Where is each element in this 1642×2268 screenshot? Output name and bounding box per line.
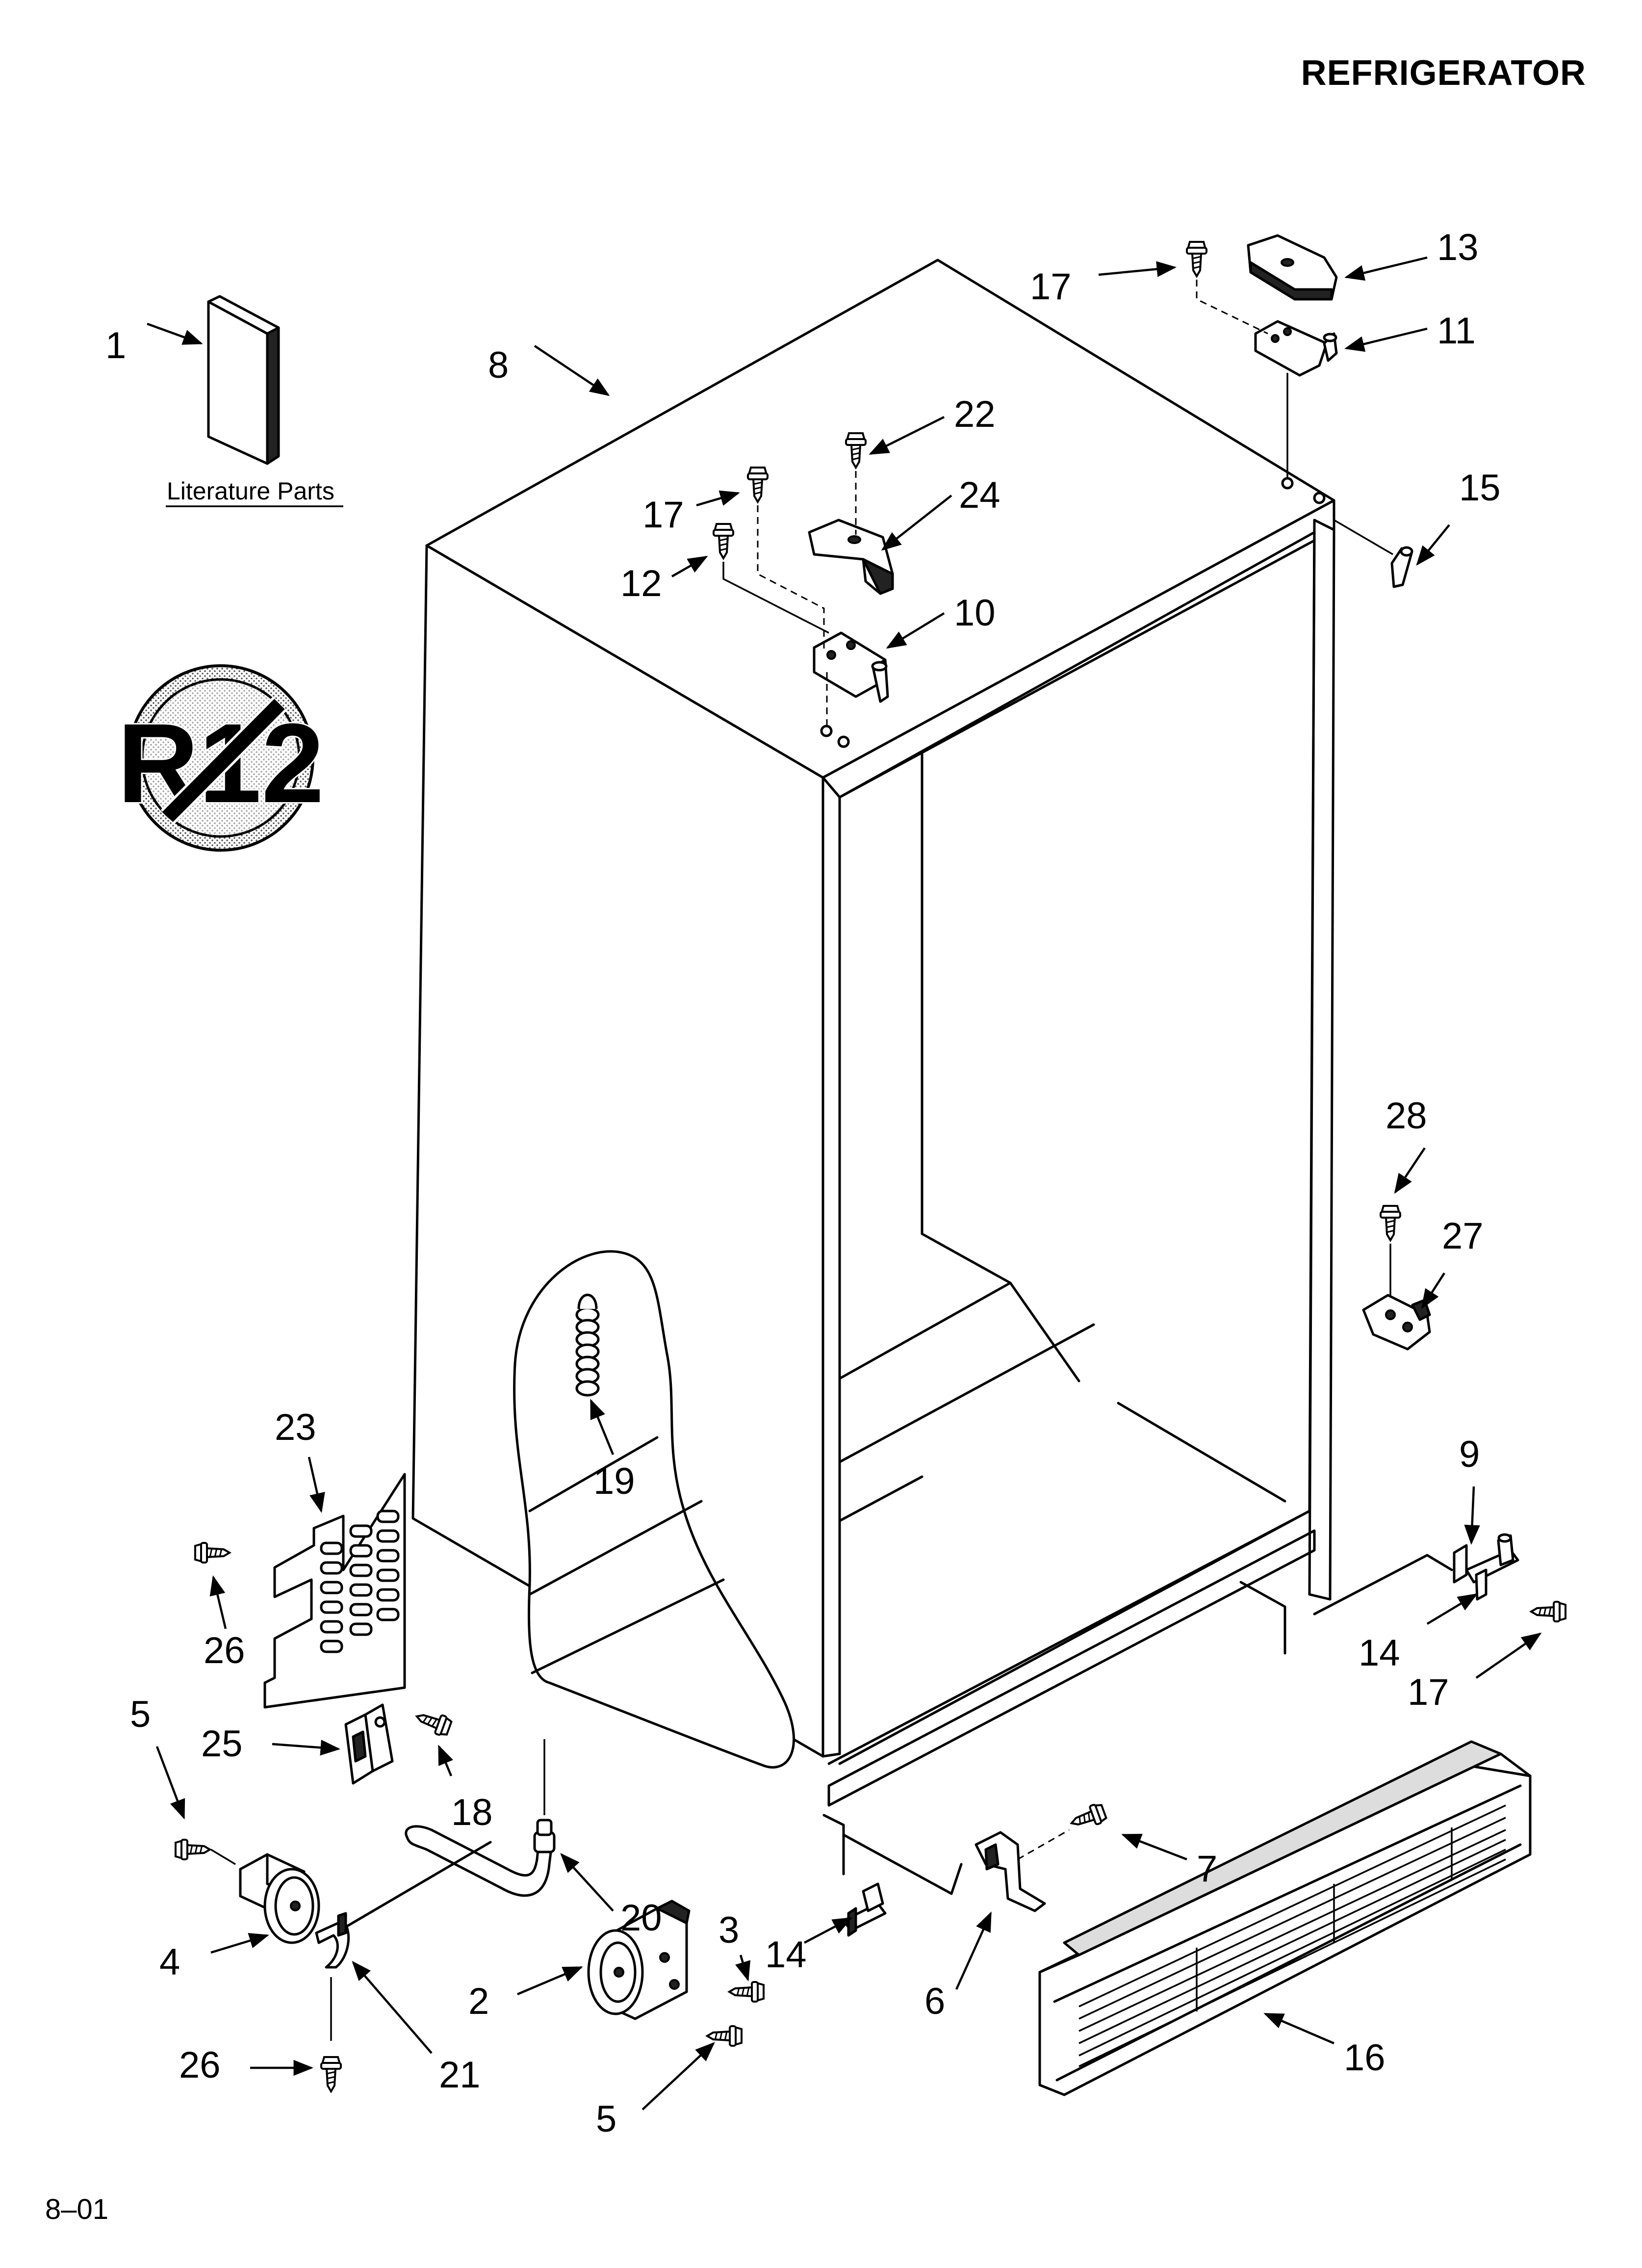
top-hinge-left [813,631,889,748]
callout-22: 22 [954,393,996,435]
dash-17-right [1196,280,1268,335]
callout-25: 25 [201,1723,243,1765]
callout-28: 28 [1385,1095,1427,1137]
roller-2 [587,1900,691,2020]
cabinet [411,259,1335,1876]
screw-26-bottom [320,2056,342,2092]
screw-17-leg [1530,1601,1566,1622]
bracket-6 [842,1829,1070,1912]
callout-20: 20 [620,1897,662,1939]
screw-5-right [706,2025,743,2047]
callout-13: 13 [1437,227,1479,268]
clip-25 [344,1703,394,1785]
clip-21 [315,1841,492,1969]
screw-28 [1380,1205,1401,1241]
leader-5-left [210,1849,236,1865]
screw-17-right [1186,241,1207,277]
callout-6: 6 [924,1981,945,2022]
screw-26-panel [194,1542,231,1564]
callout-17b: 17 [642,494,684,536]
toe-grille-16 [1038,1740,1532,2096]
screw-5-left [175,1839,211,1860]
back-panel-23 [263,1473,406,1709]
callout-23: 23 [275,1407,316,1448]
callout-12: 12 [620,563,662,604]
callout-24: 24 [959,474,1001,516]
callout-18: 18 [451,1792,493,1833]
plug-15 [1334,519,1413,588]
hinge-cover-13 [1247,234,1338,301]
roller-4 [239,1853,320,1944]
callout-17c: 17 [1408,1671,1449,1713]
callout-15: 15 [1459,467,1501,509]
literature-caption: Literature Parts [167,477,334,505]
leg-bracket-9 [1313,1533,1519,1616]
callout-1: 1 [105,325,126,366]
callout-26b: 26 [179,2044,221,2086]
literature-booklet [166,295,343,507]
screw-18 [412,1706,454,1739]
hinge-shim-24 [808,519,894,595]
leader-12 [722,562,829,634]
callout-5a: 5 [130,1694,151,1735]
callout-9: 9 [1459,1434,1480,1475]
callout-8: 8 [488,344,509,386]
callout-labels: 1 8 17 13 11 22 17 24 12 10 15 28 27 19 … [105,227,1501,2140]
page-code: 8–01 [45,2193,109,2225]
bracket-14-bottom [842,1882,887,1937]
spring-19 [575,1294,600,1397]
callout-27: 27 [1442,1215,1484,1257]
callout-3: 3 [718,1909,739,1951]
drain-tube-20 [405,1739,556,1897]
callout-26a: 26 [204,1630,245,1671]
top-hinge-right [1254,320,1338,504]
callout-5b: 5 [596,2098,616,2140]
page-title: REFRIGERATOR [1301,53,1586,93]
callout-21: 21 [439,2054,481,2096]
no-r12-refrigerant-icon: R12 [116,664,326,852]
screw-3 [728,1981,765,2003]
callout-17a: 17 [1030,266,1072,308]
leader-arrows [147,256,1542,2111]
screw-7 [1067,1801,1108,1834]
callout-11: 11 [1437,310,1476,352]
callout-10: 10 [954,592,996,634]
callout-4: 4 [159,1941,180,1983]
callout-19: 19 [593,1460,635,1502]
callout-7: 7 [1197,1848,1217,1890]
bracket-27 [1362,1294,1431,1351]
callout-14b: 14 [765,1934,807,1976]
callout-2: 2 [468,1981,489,2022]
callout-14a: 14 [1359,1632,1400,1674]
callout-16: 16 [1344,2037,1385,2079]
